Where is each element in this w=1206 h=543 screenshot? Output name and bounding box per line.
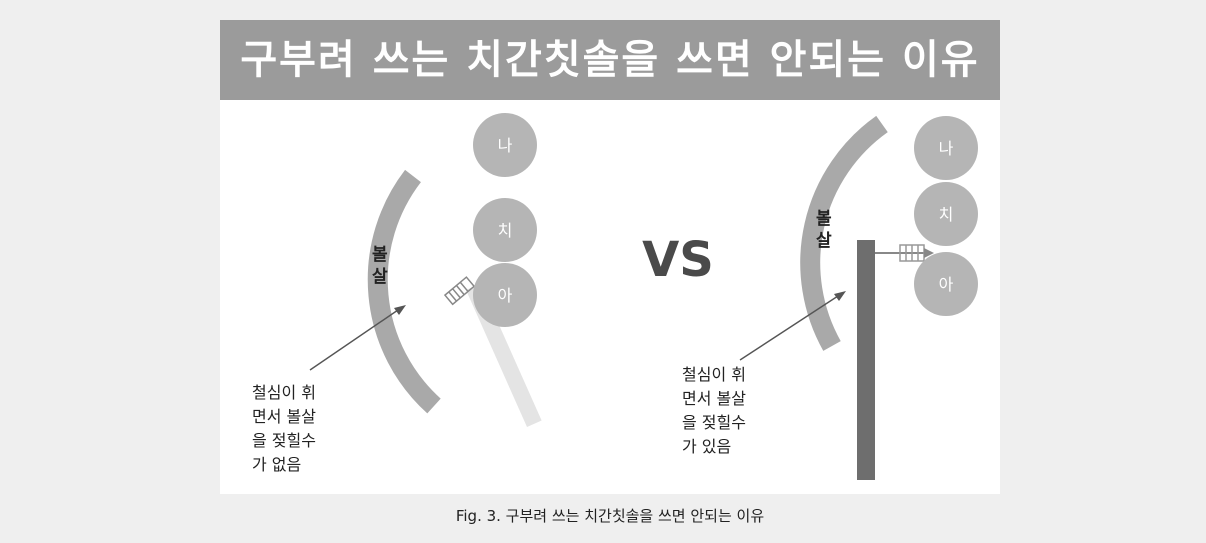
right-pointer-line — [739, 295, 839, 361]
right-tooth-label-middle: 치 — [939, 205, 954, 224]
left-note-line-2: 면서 볼살 — [252, 407, 316, 426]
right-note-line-2: 면서 볼살 — [682, 389, 746, 408]
left-tooth-top — [473, 113, 537, 177]
right-tooth-label-top: 나 — [939, 139, 954, 158]
left-tooth-bottom — [473, 263, 537, 327]
left-tooth-label-top: 나 — [498, 136, 513, 155]
figure-caption: Fig. 3. 구부려 쓰는 치간칫솔을 쓰면 안되는 이유 — [455, 507, 765, 525]
left-panel: 나 치 아 볼 살 철심이 휘 면서 볼살 을 젖힐수 가 없음 — [252, 113, 542, 474]
left-tooth-middle — [473, 198, 537, 262]
left-cheek-label-1: 볼 — [372, 245, 388, 265]
left-pointer-line — [309, 309, 399, 371]
right-note-line-1: 철심이 휘 — [682, 365, 746, 384]
right-cheek-label-1: 볼 — [816, 209, 832, 229]
right-cheek-arc — [800, 115, 888, 351]
right-tooth-label-bottom: 아 — [939, 275, 954, 294]
vs-label: VS — [642, 232, 714, 288]
right-straight-handle — [857, 240, 875, 480]
left-brush-head — [443, 276, 476, 306]
right-note-line-4: 가 있음 — [682, 437, 731, 456]
right-wire-tip — [924, 248, 934, 258]
right-tooth-bottom — [914, 252, 978, 316]
right-note-line-3: 을 젖힐수 — [682, 413, 746, 432]
left-tooth-label-bottom: 아 — [498, 286, 513, 305]
left-note-line-1: 철심이 휘 — [252, 383, 316, 402]
right-tooth-top — [914, 116, 978, 180]
left-note-line-4: 가 없음 — [252, 455, 301, 474]
left-tooth-label-middle: 치 — [498, 221, 513, 240]
diagram-canvas: 나 치 아 볼 살 철심이 휘 면서 볼살 을 젖힐수 가 없음 VS — [252, 113, 978, 480]
right-tooth-middle — [914, 182, 978, 246]
right-cheek-label-2: 살 — [816, 231, 832, 251]
left-cheek-arc — [367, 169, 441, 414]
right-pointer-arrowhead — [834, 291, 846, 301]
title-banner: 구부려 쓰는 치간칫솔을 쓰면 안되는 이유 — [220, 20, 1000, 100]
left-pointer-arrowhead — [394, 305, 406, 315]
right-panel: 나 치 아 볼 살 철심이 휘 면서 볼살 을 젖힐수 가 있음 — [682, 115, 978, 480]
left-note-line-3: 을 젖힐수 — [252, 431, 316, 450]
left-cheek-label-2: 살 — [372, 267, 388, 287]
figure-title: 구부려 쓰는 치간칫솔을 쓰면 안되는 이유 — [240, 37, 980, 83]
